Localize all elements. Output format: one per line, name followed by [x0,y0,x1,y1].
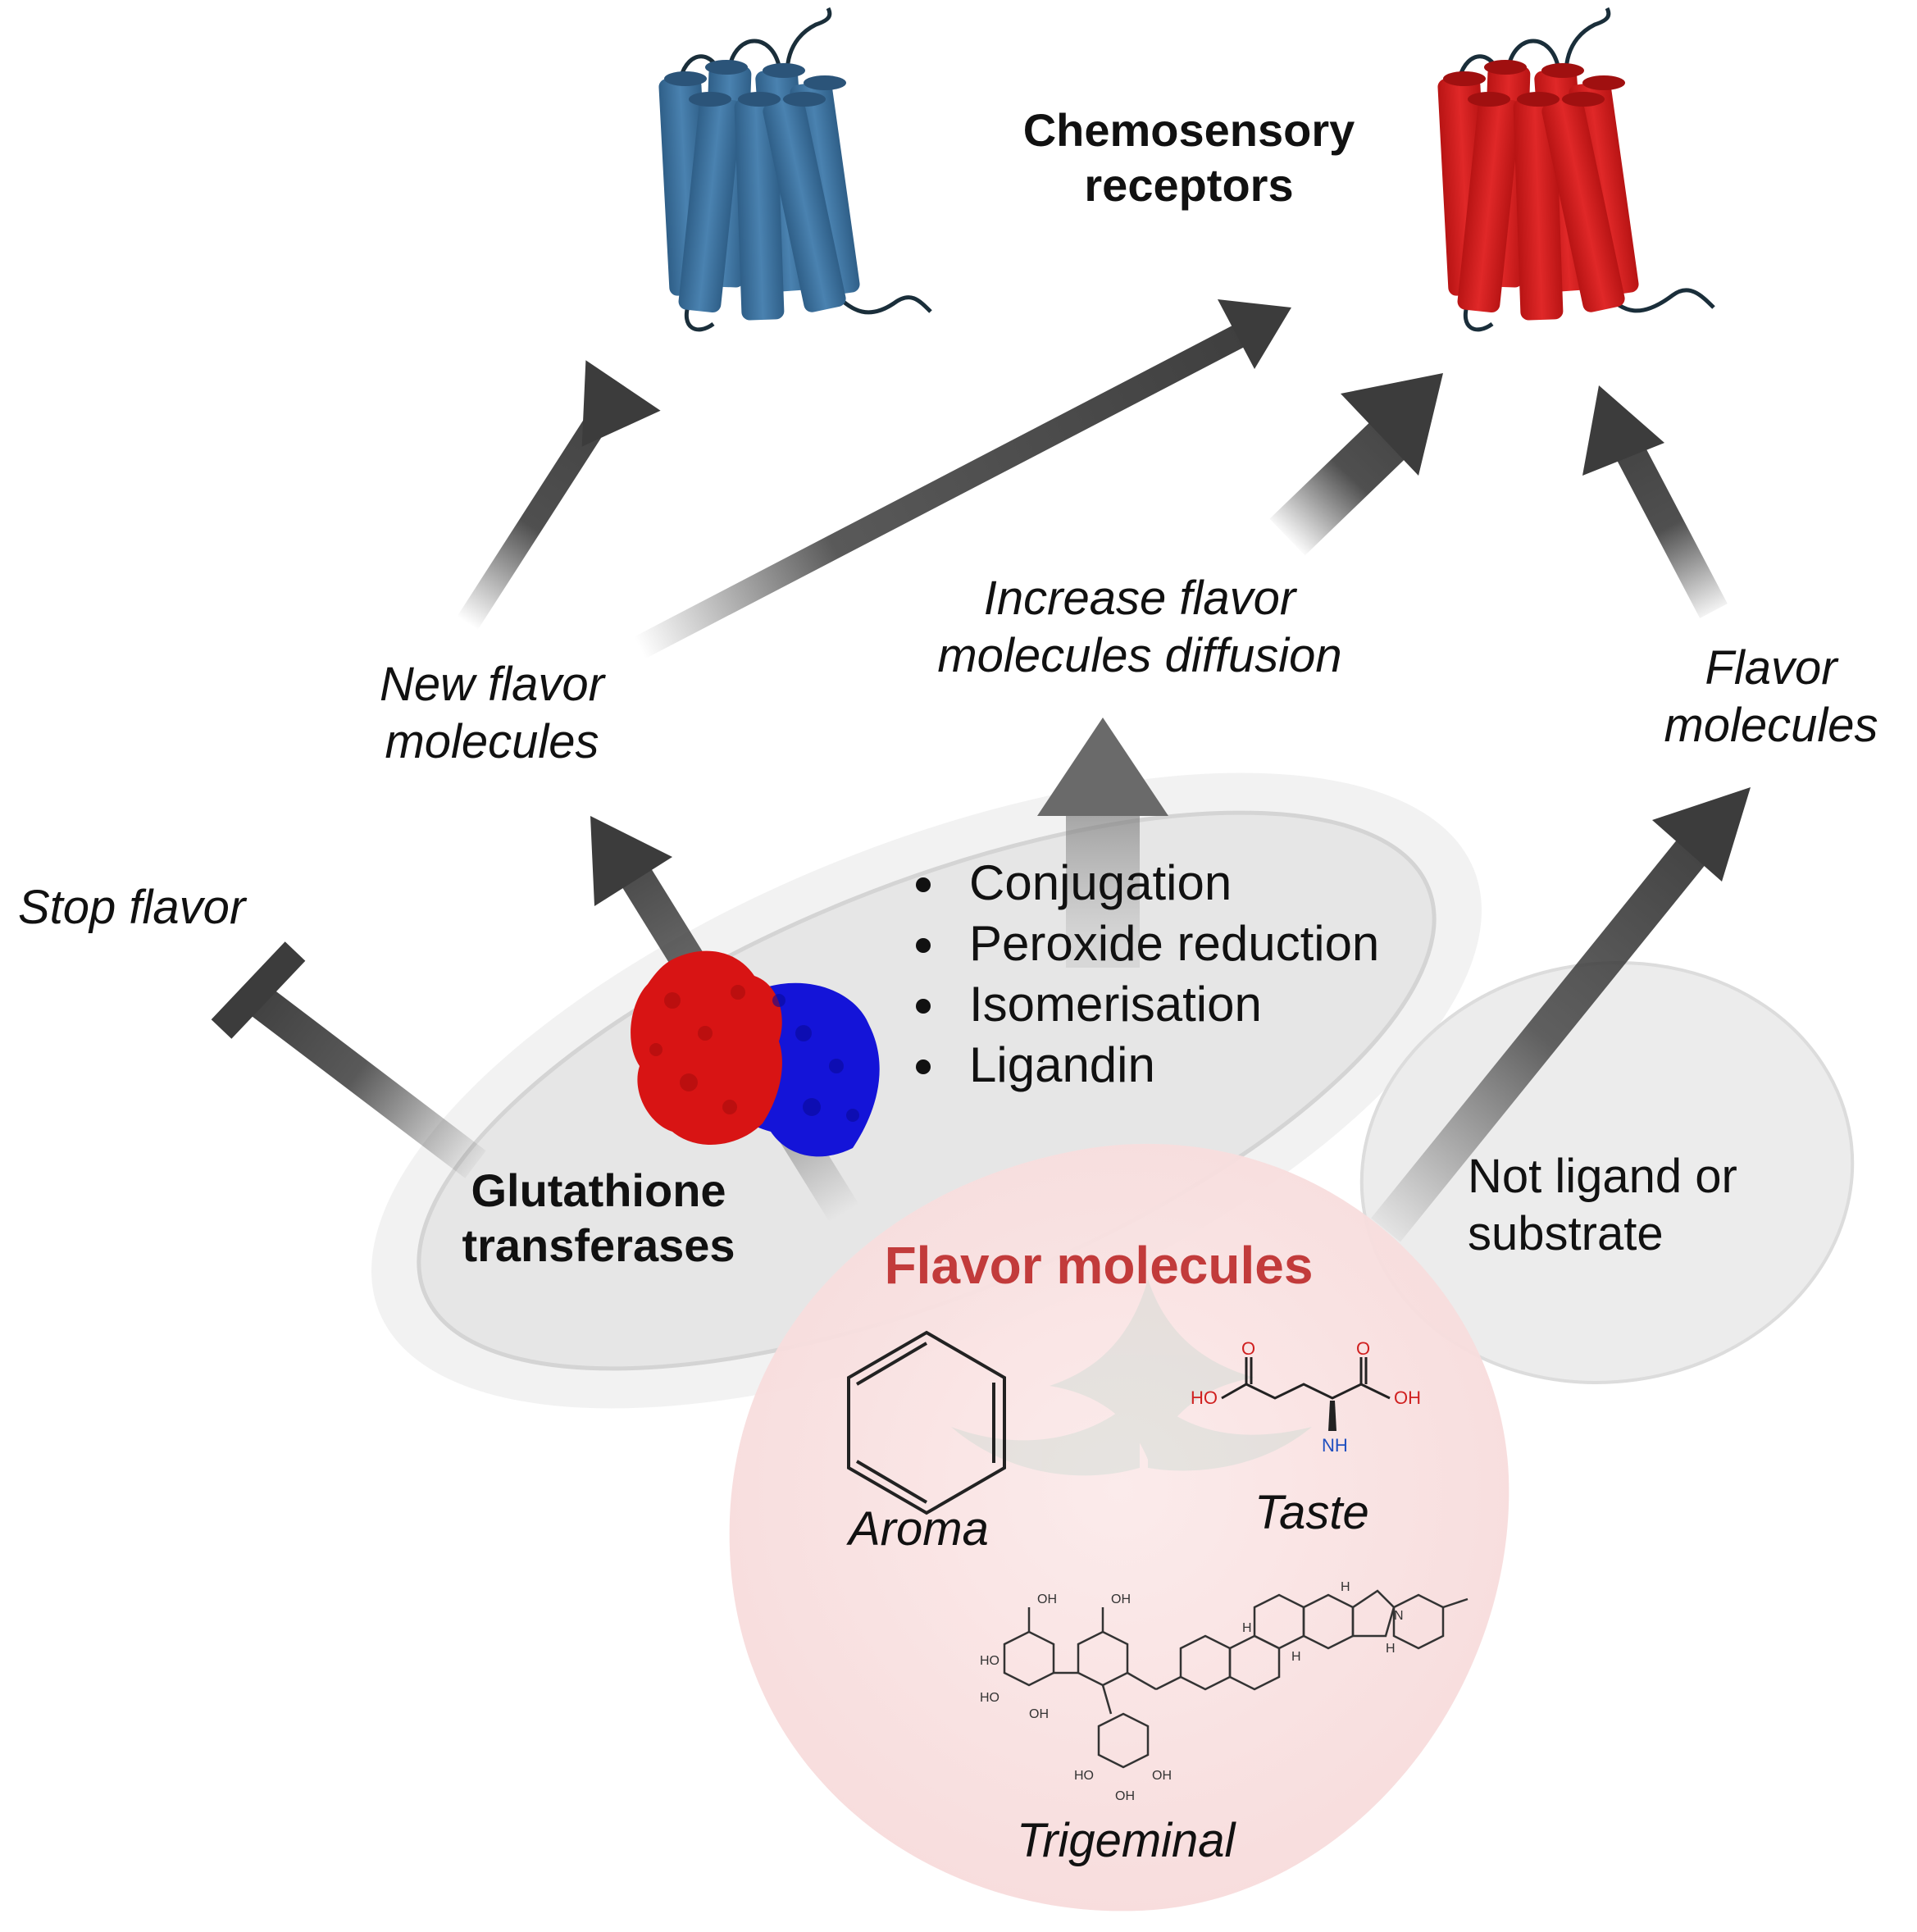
tomato-silhouette [951,1279,1312,1476]
gst-process-list: Conjugation Peroxide reduction Isomerisa… [918,853,1379,1096]
n-label: N [1394,1609,1404,1623]
oh-label: OH [1152,1769,1172,1783]
red-receptor-icon [1437,7,1715,332]
o-label: O [1241,1338,1255,1359]
arrow-long-to-red-receptor [634,299,1291,659]
arrow-to-blue-receptor [457,360,661,631]
arrow-to-flavor-molecules [1371,787,1751,1242]
glutathione-transferases-label: Glutathione transferases [462,1164,735,1272]
oh-label: OH [1115,1789,1135,1803]
stop-flavor-label: Stop flavor [18,881,246,934]
benzene-structure-icon [847,1330,1006,1515]
arrow-right-to-red-receptor [1582,385,1728,618]
h-label: H [1242,1621,1252,1635]
gst-protein-structure-icon [631,950,880,1157]
oh-label: OH [1037,1593,1057,1606]
h-label: H [1341,1580,1350,1594]
nh2-label: NH [1322,1435,1348,1456]
ho-label: HO [1191,1387,1218,1408]
flavor-molecules-title: Flavor molecules [884,1236,1314,1295]
arrow-diffusion-to-red-receptor [1269,373,1443,556]
oh-label: OH [1111,1593,1131,1606]
process-item: Isomerisation [951,974,1379,1035]
arrow-to-diffusion [1037,718,1168,968]
blue-receptor-icon [658,7,932,332]
ho-label: HO [980,1654,999,1668]
flavor-molecules-right-label: Flavor molecules [1664,641,1878,752]
process-item: Peroxide reduction [951,914,1379,974]
ho-label: HO [1074,1769,1094,1783]
chemosensory-receptors-label: Chemosensory receptors [1022,104,1355,212]
oh-label: OH [1029,1707,1049,1721]
glycoalkaloid-structure-icon: HO HO OH OH OH HO OH OH H H H H N [980,1580,1468,1803]
process-item: Ligandin [951,1035,1379,1096]
trigeminal-label: Trigeminal [1017,1814,1236,1867]
glutamate-structure-icon: O O HO OH NH [1191,1338,1421,1456]
taste-label: Taste [1254,1486,1369,1539]
aroma-label: Aroma [849,1502,989,1556]
new-flavor-molecules-label: New flavor molecules [380,658,604,768]
h-label: H [1291,1650,1301,1664]
increase-diffusion-label: Increase flavor molecules diffusion [937,572,1342,682]
o-label: O [1356,1338,1370,1359]
inhibition-stop-flavor [211,941,486,1178]
process-item: Conjugation [951,853,1379,914]
not-ligand-label: Not ligand or substrate [1468,1150,1737,1260]
h-label: H [1386,1642,1396,1656]
oh-label: OH [1394,1387,1421,1408]
ho-label: HO [980,1691,999,1705]
